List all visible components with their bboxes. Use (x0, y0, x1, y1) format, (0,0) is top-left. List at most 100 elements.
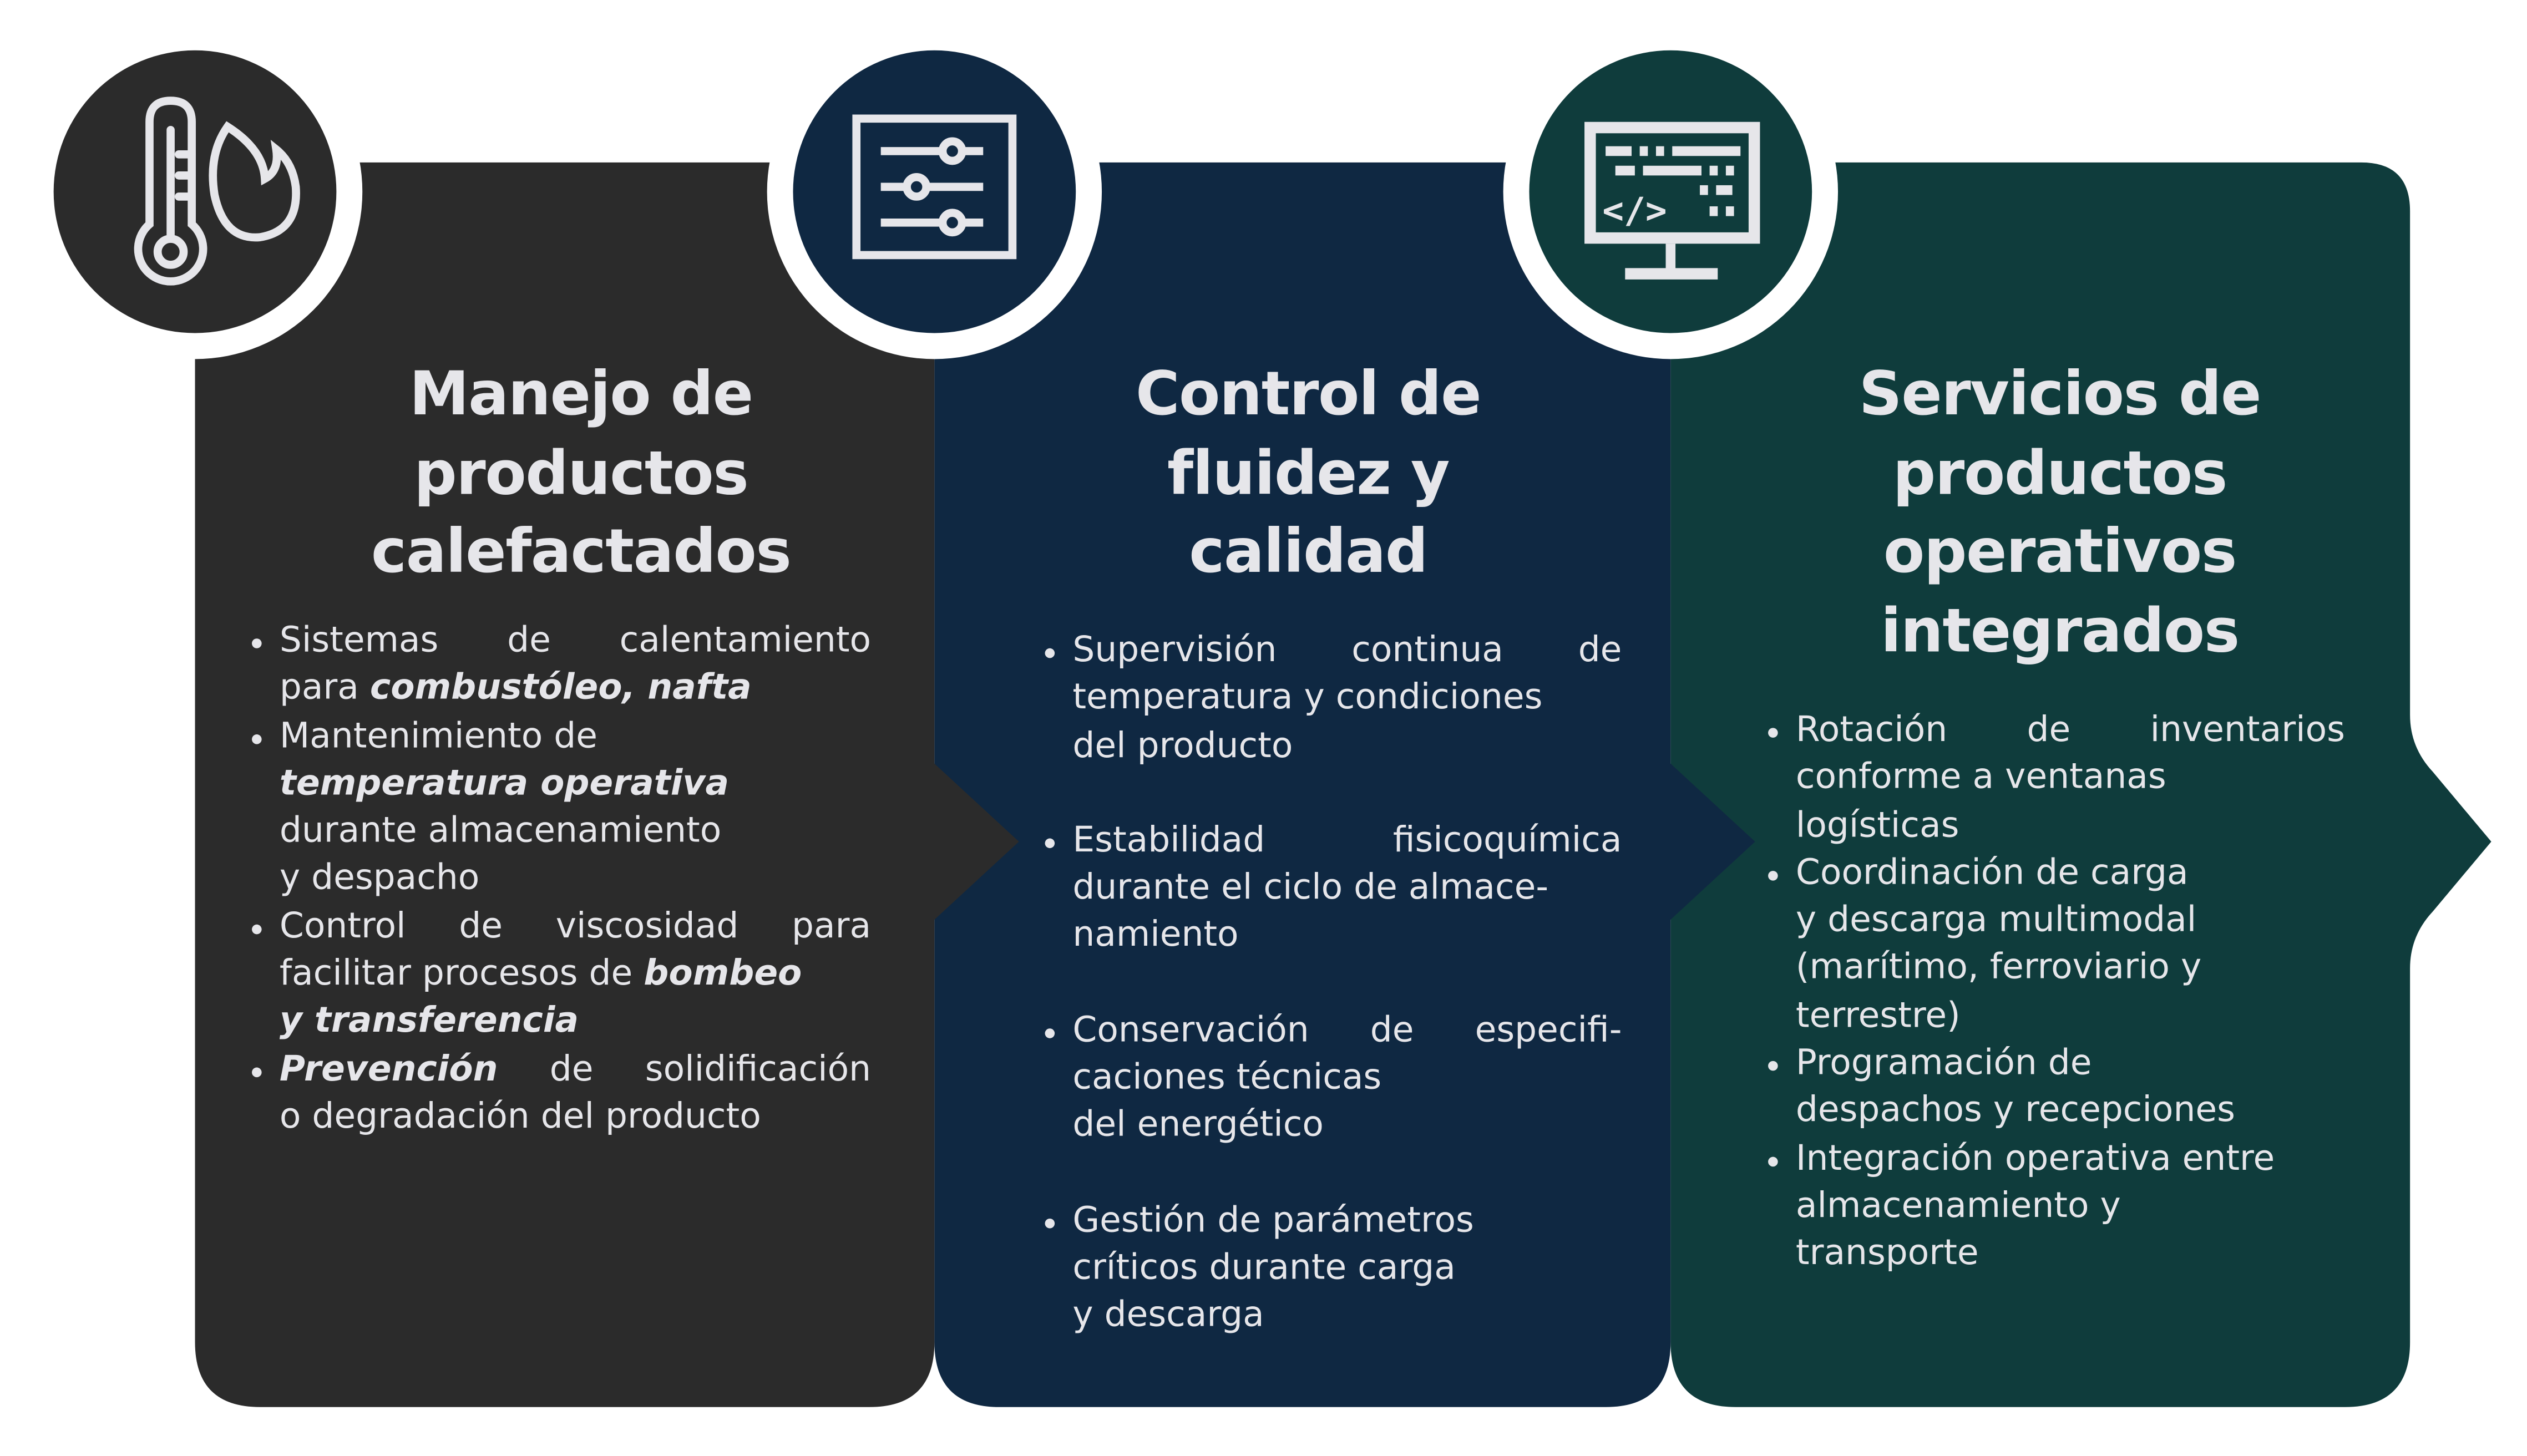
sliders-panel-icon (852, 114, 1017, 260)
bullet-text: y descarga multimodal (1795, 900, 2197, 941)
bullet-line: Sistemas de calentamiento (280, 617, 871, 665)
bullet-item: Estabilidad fisicoquímica durante el cicl… (1045, 817, 1622, 960)
bullet-line: del energético (1072, 1102, 1622, 1150)
bullet-text: Coordinación de carga (1795, 853, 2189, 894)
bullet-text: caciones técnicas (1072, 1058, 1382, 1099)
bullet-text: durante almacenamiento (279, 811, 722, 852)
title-line: Manejo de (409, 359, 753, 429)
bullet-line: críticos durante carga (1072, 1245, 1622, 1292)
emphasis-text: combustóleo, nafta (369, 668, 752, 709)
bullet-line: caciones técnicas (1072, 1054, 1622, 1102)
bullet-text: Rotación de inventarios (1795, 710, 2345, 751)
bullet-line: namiento (1072, 912, 1622, 960)
bullet-text: terrestre) (1795, 996, 1961, 1037)
bullet-text: (marítimo, ferroviario y (1795, 948, 2202, 989)
bullet-line: Coordinación de carga (1796, 850, 2345, 897)
bullet-text: del energético (1072, 1105, 1324, 1146)
bullet-line: Supervisión continua de (1072, 627, 1622, 675)
bullet-text: namiento (1072, 915, 1239, 956)
bullet-text: durante el ciclo de almace- (1072, 867, 1549, 909)
panel-2-shape (934, 162, 1755, 1407)
bullet-text: Control de viscosidad para (279, 906, 872, 947)
title-line: Servicios de (1858, 359, 2262, 429)
panel-3-title: Servicios de productos operativos integrado… (1723, 356, 2397, 671)
bullet-item: Coordinación de carga y descarga multimod… (1768, 850, 2345, 1040)
bullet-text: facilitar procesos de (279, 953, 644, 995)
bullet-item: Integración operativa entre almacenamient… (1768, 1135, 2345, 1278)
bullet-line: durante el ciclo de almace- (1072, 865, 1622, 912)
bullet-line: del producto (1072, 722, 1622, 770)
emphasis-text: bombeo (644, 953, 802, 995)
bullet-line: durante almacenamiento (280, 808, 871, 855)
panel-2-bullets: Supervisión continua de temperatura y con… (1045, 627, 1622, 1387)
bullet-line: (marítimo, ferroviario y (1796, 945, 2345, 992)
bullet-text: Supervisión continua de (1072, 630, 1622, 671)
bullet-line: transporte (1796, 1230, 2345, 1278)
emphasis-text: y transferencia (279, 1001, 579, 1042)
bullet-item: Conservación de especifi-caciones técnic… (1045, 1007, 1622, 1150)
bullet-text: Conservación de especifi- (1072, 1010, 1622, 1051)
svg-text:</>: </> (1602, 190, 1667, 231)
bullet-item: Supervisión continua de temperatura y con… (1045, 627, 1622, 770)
bullet-line: temperatura operativa (280, 760, 871, 808)
thermometer-flame-icon (134, 97, 300, 286)
panel-3-shape (1670, 162, 2491, 1407)
bullet-line: Programación de (1796, 1040, 2345, 1088)
bullet-text: Gestión de parámetros (1072, 1200, 1474, 1241)
bullet-line: logísticas (1796, 802, 2345, 850)
bullet-item: Programación de despachos y recepciones (1768, 1040, 2345, 1135)
bullet-line: Gestión de parámetros (1072, 1197, 1622, 1245)
bullet-line: y despacho (280, 855, 871, 903)
title-line: productos (414, 438, 749, 508)
bullet-line: o degradación del producto (280, 1093, 871, 1141)
bullet-text: o degradación del producto (279, 1097, 761, 1138)
bullet-line: y descarga (1072, 1292, 1622, 1340)
bullet-text: despachos y recepciones (1795, 1090, 2235, 1132)
bullet-text: y descarga (1072, 1295, 1264, 1336)
bullet-line: Prevención de solidificación (280, 1046, 871, 1094)
bullet-text: transporte (1795, 1234, 1979, 1275)
bullet-text: temperatura y condiciones (1072, 678, 1543, 719)
bullet-text: y despacho (279, 859, 480, 900)
bullet-text: logísticas (1795, 805, 1959, 846)
title-line: productos (1892, 438, 2228, 508)
title-line: operativos (1883, 516, 2237, 587)
bullet-line: Integración operativa entre (1796, 1135, 2345, 1183)
icon-badge-2 (793, 50, 1076, 333)
bullet-text: Sistemas de calentamiento (279, 620, 872, 662)
title-line: calidad (1189, 516, 1428, 587)
bullet-text: Estabilidad fisicoquímica (1072, 820, 1622, 861)
title-line: integrados (1881, 595, 2240, 666)
title-line: calefactados (371, 516, 792, 587)
bullet-line: Mantenimiento de (280, 713, 871, 760)
code-monitor-icon: </> (1584, 121, 1760, 280)
panel-1-shape (195, 162, 1019, 1407)
bullet-line: almacenamiento y (1796, 1183, 2345, 1230)
bullet-line: Estabilidad fisicoquímica (1072, 817, 1622, 865)
panel-1-title: Manejo de productos calefactados (260, 356, 902, 592)
bullet-line: y transferencia (280, 998, 871, 1046)
bullet-text: almacenamiento y (1795, 1186, 2121, 1227)
bullet-line: Control de viscosidad para (280, 903, 871, 951)
bullet-line: Conservación de especifi- (1072, 1007, 1622, 1055)
bullet-text: Programación de (1795, 1043, 2092, 1084)
bullet-line: facilitar procesos de bombeo (280, 951, 871, 998)
bullet-item: Rotación de inventarios conforme a ventan… (1768, 707, 2345, 849)
bullet-line: temperatura y condiciones (1072, 675, 1622, 723)
bullet-text: Integración operativa entre (1795, 1138, 2275, 1179)
bullet-line: terrestre) (1796, 992, 2345, 1040)
panel-3-bullets: Rotación de inventarios conforme a ventan… (1768, 707, 2345, 1278)
bullet-text: para (279, 668, 370, 709)
bullet-line: y descarga multimodal (1796, 897, 2345, 945)
bullet-text: del producto (1072, 726, 1293, 767)
bullet-line: para combustóleo, nafta (280, 665, 871, 713)
bullet-text: conforme a ventanas (1795, 757, 2166, 799)
